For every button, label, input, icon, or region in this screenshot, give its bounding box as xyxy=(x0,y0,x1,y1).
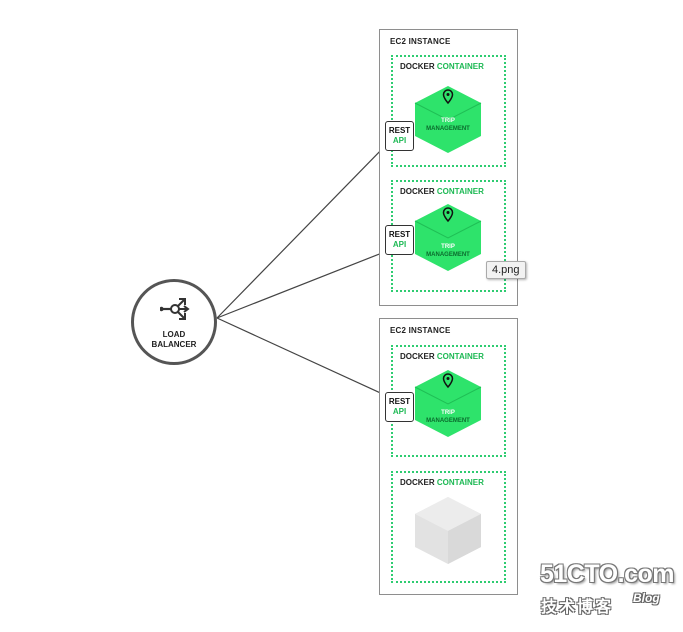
filename-tooltip: 4.png xyxy=(486,261,526,279)
rest-api-badge: REST API xyxy=(385,392,414,422)
load-balancer: LOAD BALANCER xyxy=(131,279,217,365)
docker-label: DOCKER xyxy=(400,62,435,71)
docker-container-title: DOCKER CONTAINER xyxy=(400,478,484,487)
load-balancer-line1: LOAD xyxy=(162,330,186,339)
trip-management-hexagon xyxy=(414,86,482,153)
ec2-instance-title: EC2 INSTANCE xyxy=(390,326,451,335)
docker-container-title: DOCKER CONTAINER xyxy=(400,187,484,196)
rest-label: REST xyxy=(388,397,411,406)
map-pin-icon xyxy=(442,89,454,105)
service-line2: MANAGEMENT xyxy=(426,252,470,258)
service-line1: TRIP xyxy=(441,244,455,250)
map-pin-icon xyxy=(442,373,454,389)
service-label: TRIP MANAGEMENT xyxy=(413,409,483,425)
api-label: API xyxy=(392,240,407,249)
watermark-blog: Blog xyxy=(633,591,660,605)
rest-label: REST xyxy=(388,230,411,239)
trip-management-hexagon xyxy=(414,370,482,437)
docker-container-title: DOCKER CONTAINER xyxy=(400,352,484,361)
api-label: API xyxy=(392,136,407,145)
ec2-instance-title: EC2 INSTANCE xyxy=(390,37,451,46)
rest-api-badge: REST API xyxy=(385,225,414,255)
rest-api-badge: REST API xyxy=(385,121,414,151)
load-balancer-line2: BALANCER xyxy=(151,340,197,349)
rest-label: REST xyxy=(388,126,411,135)
split-arrows-icon xyxy=(160,298,190,320)
service-line2: MANAGEMENT xyxy=(426,126,470,132)
watermark-logo: 51CTO.com xyxy=(540,560,674,588)
docker-label: DOCKER xyxy=(400,352,435,361)
api-label: API xyxy=(392,407,407,416)
docker-container: DOCKER CONTAINER xyxy=(391,55,506,167)
connector-line xyxy=(216,250,388,319)
docker-container: DOCKER CONTAINER xyxy=(391,471,506,583)
container-label: CONTAINER xyxy=(436,187,484,196)
docker-label: DOCKER xyxy=(400,478,435,487)
service-line1: TRIP xyxy=(441,118,455,124)
load-balancer-label: LOAD BALANCER xyxy=(134,330,214,350)
service-line2: MANAGEMENT xyxy=(426,418,470,424)
service-label: TRIP MANAGEMENT xyxy=(413,243,483,259)
container-label: CONTAINER xyxy=(436,478,484,487)
container-label: CONTAINER xyxy=(436,352,484,361)
service-label: TRIP MANAGEMENT xyxy=(413,117,483,133)
docker-label: DOCKER xyxy=(400,187,435,196)
map-pin-icon xyxy=(442,207,454,223)
empty-container-hexagon xyxy=(415,497,481,564)
connector-line xyxy=(216,143,388,319)
container-label: CONTAINER xyxy=(436,62,484,71)
watermark-subtitle: 技术博客 xyxy=(541,599,614,616)
docker-container-title: DOCKER CONTAINER xyxy=(400,62,484,71)
trip-management-hexagon xyxy=(414,204,482,271)
connector-line xyxy=(216,317,388,397)
service-line1: TRIP xyxy=(441,410,455,416)
